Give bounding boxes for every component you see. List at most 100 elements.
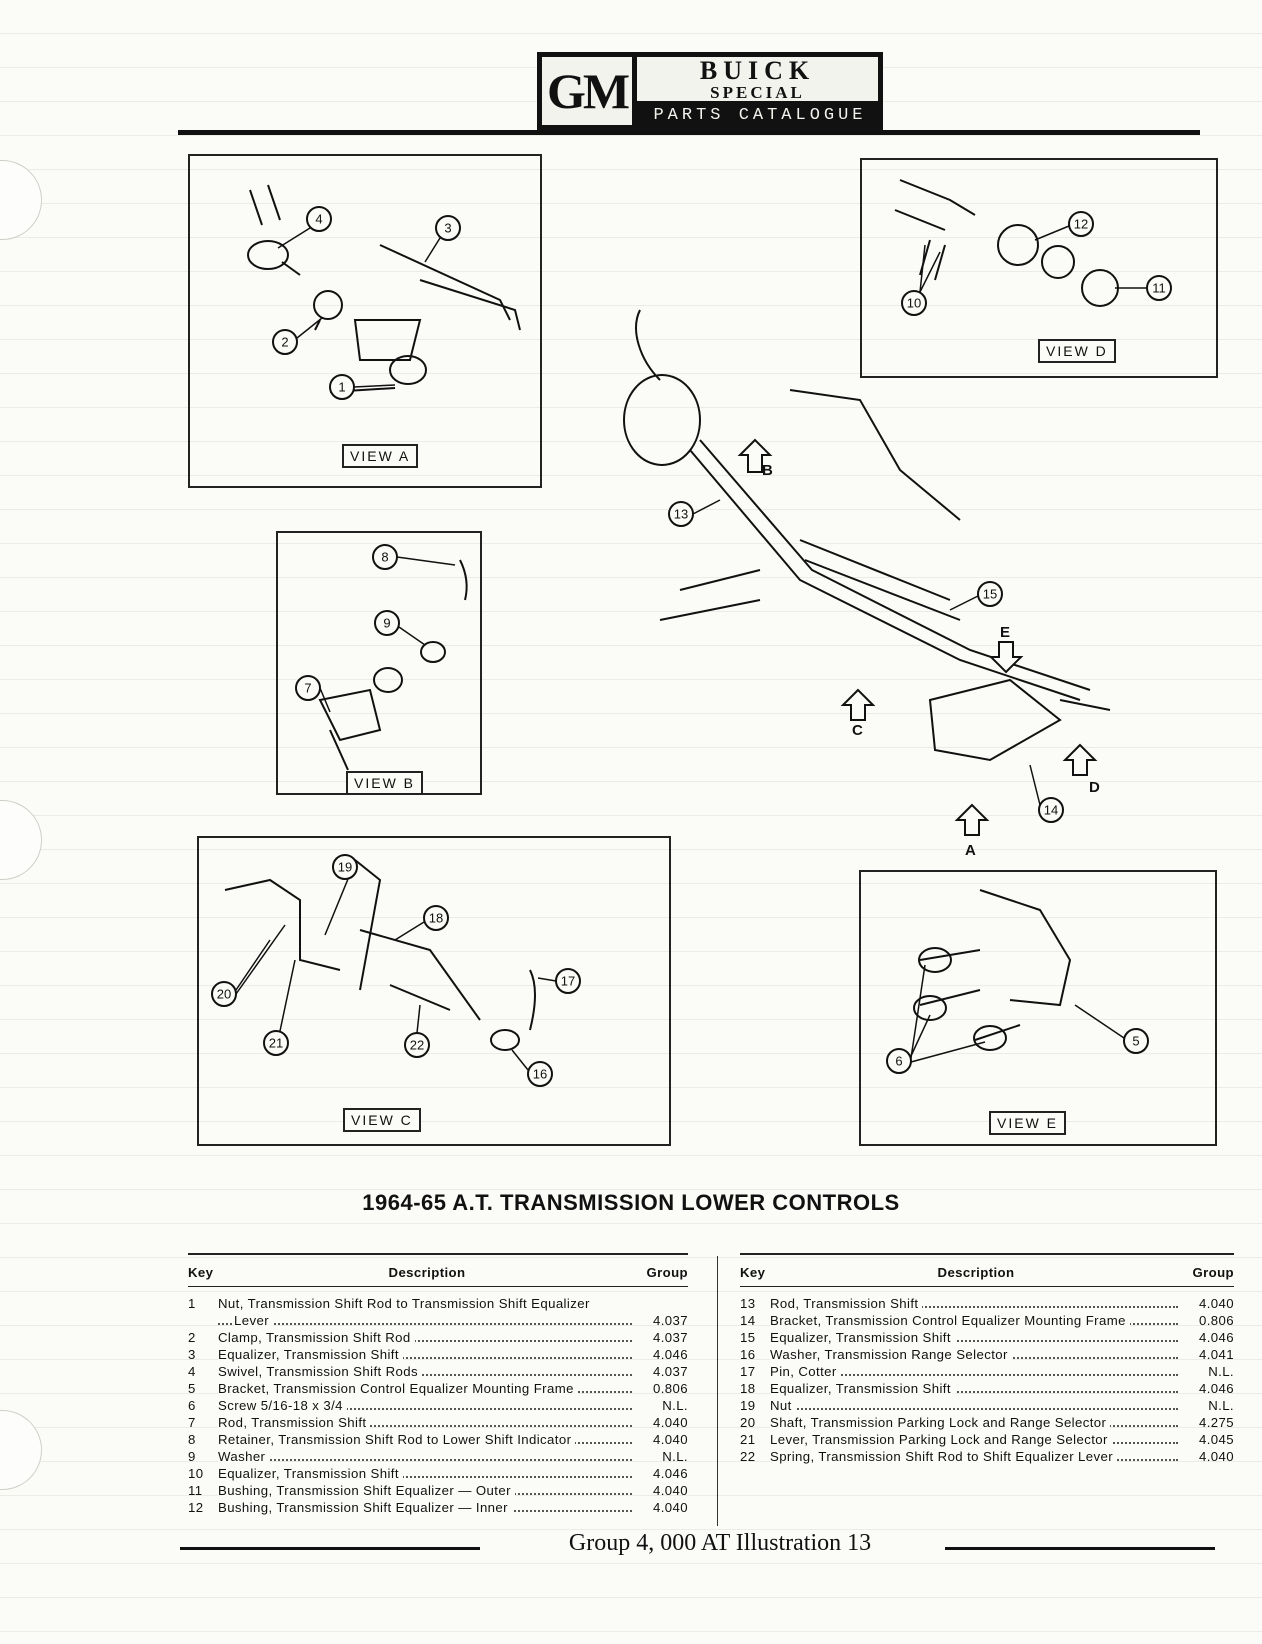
key-cell: 14 [740,1313,756,1328]
key-cell: 10 [188,1466,204,1481]
callout-number: 18 [429,911,443,926]
key-cell: 19 [740,1398,756,1413]
callout-number: 11 [1152,281,1166,296]
key-cell: 9 [188,1449,196,1464]
description-cell: Bushing, Transmission Shift Equalizer — … [218,1482,636,1499]
group-header: Group [1192,1265,1234,1280]
group-cell: 4.037 [652,1364,688,1379]
description-text: Bracket, Transmission Control Equalizer … [218,1381,578,1396]
description-text: Equalizer, Transmission Shift [218,1347,403,1362]
view-d-label: VIEW D [1038,339,1116,363]
description-cell: Screw 5/16-18 x 3/4 [218,1397,636,1414]
group-cell: 4.040 [652,1415,688,1430]
table-header: Key Description Group [740,1253,1234,1287]
key-cell: 4 [188,1364,196,1379]
key-cell: 3 [188,1347,196,1362]
description-cell: Bushing, Transmission Shift Equalizer — … [218,1499,636,1516]
table-row: 7 Rod, Transmission Shift 4.040 [188,1414,688,1431]
group-cell: 4.045 [1198,1432,1234,1447]
group-cell: N.L. [1208,1364,1234,1379]
page-title: 1964-65 A.T. TRANSMISSION LOWER CONTROLS [362,1190,900,1215]
view-e-frame [859,870,1217,1146]
description-text: Equalizer, Transmission Shift [770,1330,955,1345]
description-cell: Shaft, Transmission Parking Lock and Ran… [770,1414,1182,1431]
description-cell: Lever, Transmission Parking Lock and Ran… [770,1431,1182,1448]
group-cell: 4.046 [1198,1381,1234,1396]
key-header: Key [188,1265,214,1280]
table-row: Lever 4.037 [188,1312,688,1329]
key-cell: 22 [740,1449,756,1464]
callout-number: 2 [281,335,288,350]
view-a-label: VIEW A [342,444,419,468]
description-cell: Washer [218,1448,636,1465]
group-cell: 4.275 [1198,1415,1234,1430]
group-cell: 4.040 [652,1500,688,1515]
description-cell: Bracket, Transmission Control Equalizer … [770,1312,1182,1329]
key-cell: 5 [188,1381,196,1396]
description-text: Bracket, Transmission Control Equalizer … [770,1313,1130,1328]
table-row: 4 Swivel, Transmission Shift Rods 4.037 [188,1363,688,1380]
description-cell: Washer, Transmission Range Selector [770,1346,1182,1363]
description-header: Description [388,1265,466,1280]
callout-number: 3 [444,221,451,236]
description-cell: Rod, Transmission Shift [218,1414,636,1431]
description-text: Bushing, Transmission Shift Equalizer — … [218,1500,512,1515]
group-cell: 4.040 [1198,1449,1234,1464]
callout-number: 4 [315,212,322,227]
description-text: Rod, Transmission Shift [770,1296,923,1311]
logo-subtitle: PARTS CATALOGUE [653,106,867,125]
key-cell: 2 [188,1330,196,1345]
footer-caption: Group 4, 000 AT Illustration 13 [568,1530,872,1556]
description-header: Description [937,1265,1015,1280]
view-c-frame [197,836,671,1146]
key-cell: 20 [740,1415,756,1430]
group-cell: 4.041 [1198,1347,1234,1362]
table-row: 20 Shaft, Transmission Parking Lock and R… [740,1414,1234,1431]
description-cell: Retainer, Transmission Shift Rod to Lowe… [218,1431,636,1448]
gm-buick-logo: GM BUICK SPECIAL PARTS CATALOGUE [537,52,883,130]
callout-number: 7 [304,681,311,696]
arrow-label: A [965,842,976,859]
table-header: Key Description Group [188,1253,688,1287]
view-e-label: VIEW E [989,1111,1067,1135]
view-b-label: VIEW B [346,771,424,795]
callout-number: 5 [1132,1034,1139,1049]
callout-number: 16 [533,1067,547,1082]
description-text: Lever [234,1313,273,1328]
description-cell: Swivel, Transmission Shift Rods [218,1363,636,1380]
description-text: Screw 5/16-18 x 3/4 [218,1398,347,1413]
callout-number: 21 [269,1036,283,1051]
arrow-label: B [762,462,773,479]
group-cell: 4.046 [1198,1330,1234,1345]
description-cell: Equalizer, Transmission Shift [770,1380,1182,1397]
key-cell: 1 [188,1296,196,1311]
description-text: Retainer, Transmission Shift Rod to Lowe… [218,1432,576,1447]
callout-number: 19 [338,860,352,875]
callout-number: 15 [983,587,997,602]
key-cell: 7 [188,1415,196,1430]
key-cell: 11 [188,1483,203,1498]
table-row: 11 Bushing, Transmission Shift Equalizer … [188,1482,688,1499]
description-text: Lever, Transmission Parking Lock and Ran… [770,1432,1112,1447]
arrow-label: D [1089,779,1100,796]
group-cell: 4.037 [652,1313,688,1328]
view-d-frame [860,158,1218,378]
description-cell: Nut [770,1397,1182,1414]
description-cell: Bracket, Transmission Control Equalizer … [218,1380,636,1397]
header-rule [178,130,1200,135]
description-text: Shaft, Transmission Parking Lock and Ran… [770,1415,1111,1430]
description-text: Clamp, Transmission Shift Rod [218,1330,415,1345]
description-cell: Pin, Cotter [770,1363,1182,1380]
footer-rule-left [180,1547,480,1550]
